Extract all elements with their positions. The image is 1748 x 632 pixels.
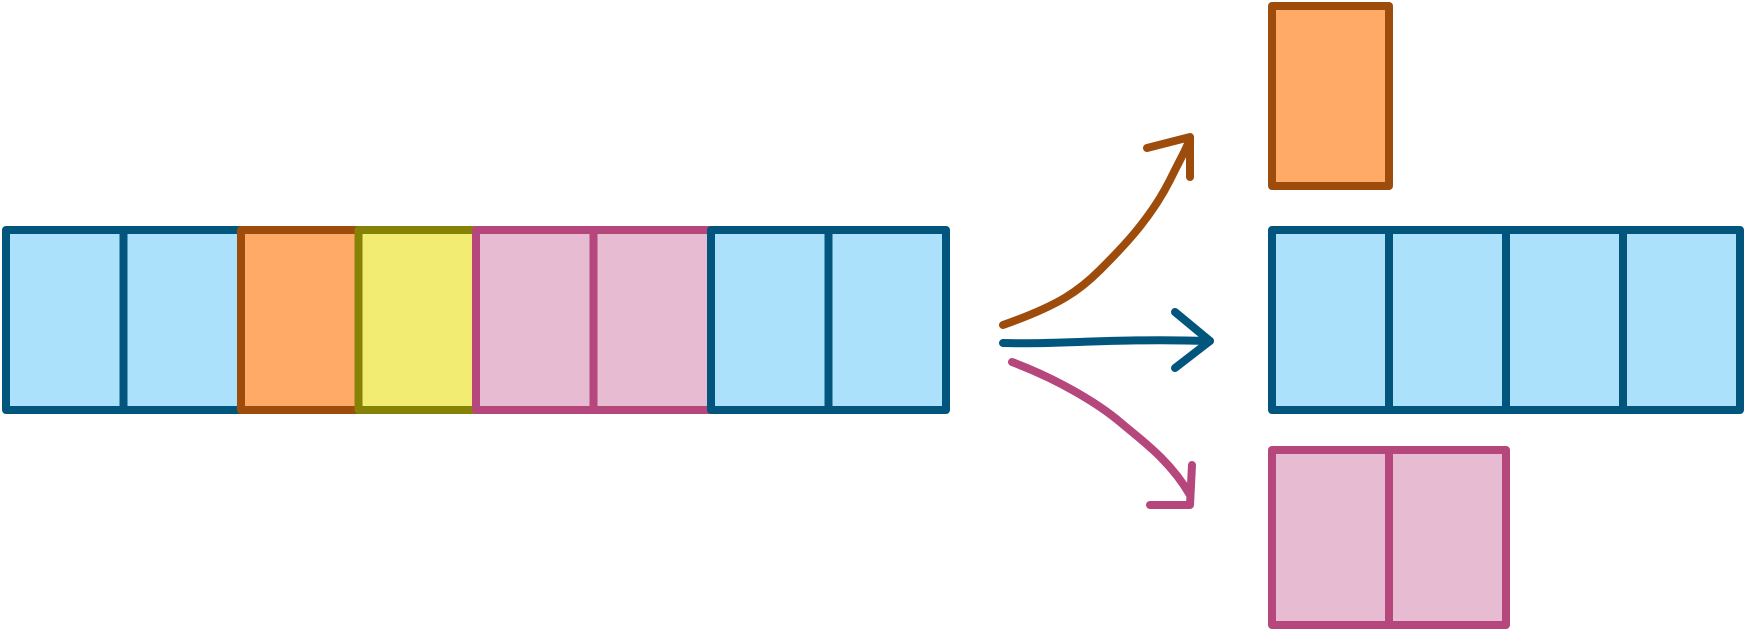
arrow-shaft-blue: [999, 336, 1214, 348]
arrow-head-orange: [1143, 133, 1194, 181]
blue-group-cell-2: [1385, 226, 1510, 414]
arrow-head-pink: [1146, 461, 1196, 509]
blue-group: [1268, 226, 1744, 414]
split-arrows: [999, 133, 1214, 509]
arrow-to-blue-group: [999, 308, 1214, 372]
input-sequence-row: [2, 226, 950, 414]
input-cell-1-blue: [2, 226, 128, 414]
input-cell-2-blue: [119, 226, 245, 414]
input-cell-7-blue: [707, 226, 833, 414]
arrow-shaft-orange: [999, 134, 1194, 329]
arrow-head-blue: [1171, 308, 1214, 372]
pink-group: [1268, 446, 1510, 629]
blue-group-cell-3: [1502, 226, 1627, 414]
orange-group-cell-1: [1268, 2, 1393, 190]
blue-group-cell-4: [1619, 226, 1744, 414]
input-cell-4-yellow: [354, 226, 480, 414]
input-cell-6-pink: [589, 226, 715, 414]
input-cell-3-orange: [237, 226, 363, 414]
arrow-to-pink-group: [1008, 358, 1196, 509]
input-cell-5-pink: [472, 226, 598, 414]
pink-group-cell-1: [1268, 446, 1393, 629]
pink-group-cell-2: [1385, 446, 1510, 629]
blue-group-cell-1: [1268, 226, 1393, 414]
orange-group: [1268, 2, 1393, 190]
arrow-shaft-pink: [1008, 358, 1194, 499]
arrow-to-orange-group: [999, 133, 1194, 329]
input-cell-8-blue: [824, 226, 950, 414]
output-groups: [1268, 2, 1744, 629]
